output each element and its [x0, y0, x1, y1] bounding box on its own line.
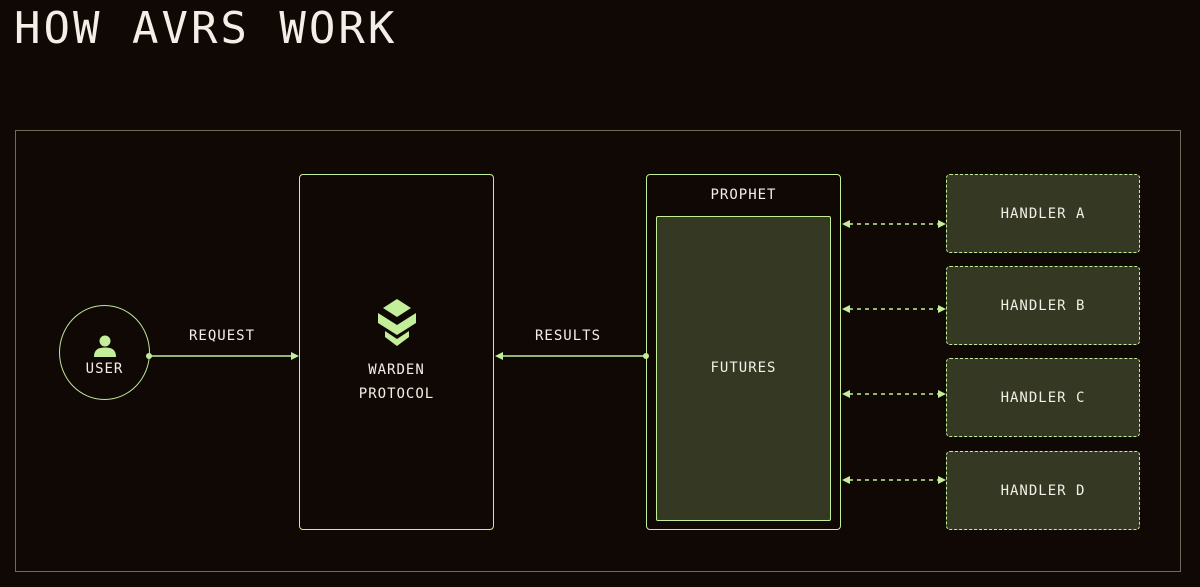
- futures-label: FUTURES: [710, 360, 777, 376]
- handler-a-label: HANDLER A: [1000, 205, 1086, 222]
- handler-b-arrow: [842, 305, 946, 313]
- warden-protocol-label: WARDEN PROTOCOL: [299, 358, 494, 406]
- handler-d-label: HANDLER D: [1000, 482, 1086, 499]
- warden-protocol-box: [299, 174, 494, 530]
- request-label: REQUEST: [189, 328, 256, 344]
- warden-label-line2: PROTOCOL: [358, 386, 435, 402]
- handler-c-arrow: [842, 390, 946, 398]
- handler-c-label: HANDLER C: [1000, 389, 1086, 406]
- user-icon: [93, 335, 116, 357]
- handler-d-arrow: [842, 476, 946, 484]
- handler-b-box: HANDLER B: [946, 266, 1140, 345]
- warden-label-line1: WARDEN: [368, 362, 425, 378]
- diagram-frame: [15, 130, 1181, 572]
- prophet-box: [646, 174, 841, 530]
- results-arrow: [495, 352, 649, 360]
- user-node: USER: [59, 305, 150, 400]
- handler-a-arrow: [842, 220, 946, 228]
- handler-a-box: HANDLER A: [946, 174, 1140, 253]
- warden-logo-icon: [378, 299, 416, 346]
- results-label: RESULTS: [535, 328, 602, 344]
- handler-d-box: HANDLER D: [946, 451, 1140, 530]
- page-title: HOW AVRS WORK: [14, 3, 398, 54]
- request-arrow: [146, 352, 299, 360]
- futures-box: [656, 216, 831, 521]
- user-label: USER: [85, 360, 124, 377]
- prophet-label: PROPHET: [710, 187, 777, 203]
- handler-c-box: HANDLER C: [946, 358, 1140, 437]
- handler-b-label: HANDLER B: [1000, 297, 1086, 314]
